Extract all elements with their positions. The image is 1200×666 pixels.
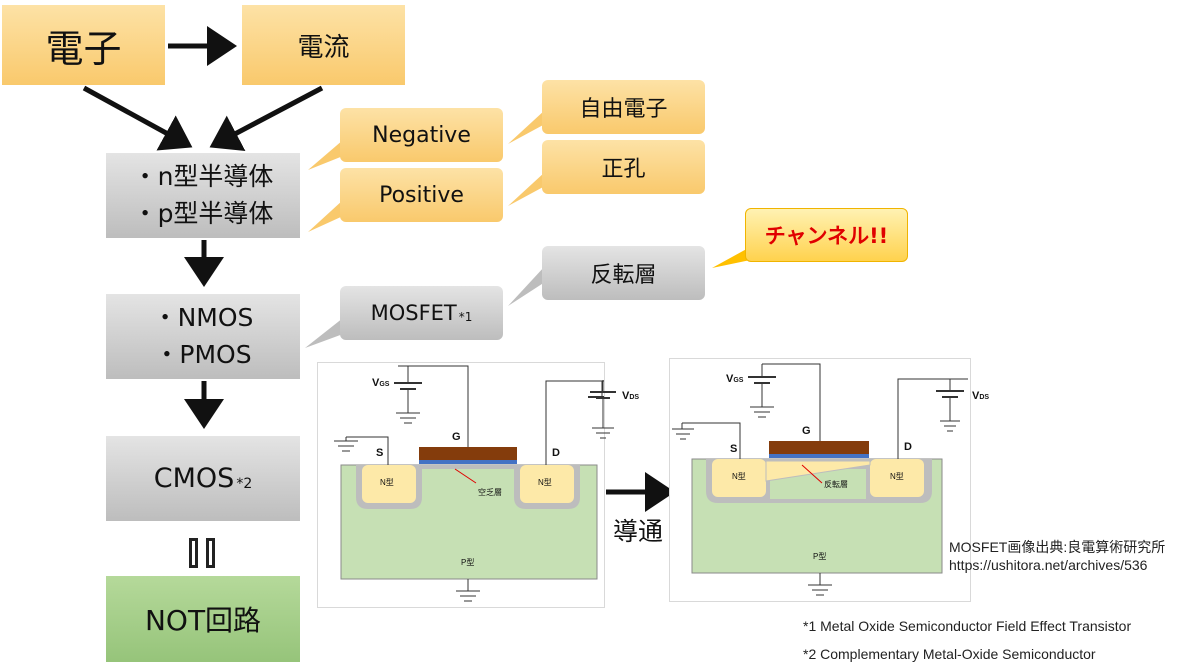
- credit-source: MOSFET画像出典:良電算術研究所: [949, 539, 1166, 555]
- source-wire: [682, 422, 741, 459]
- gate-wire: [762, 363, 821, 441]
- not-circuit-label: NOT回路: [144, 604, 262, 637]
- vds-label-1: VDS: [622, 390, 640, 402]
- conduct-label: 導通: [613, 517, 664, 546]
- cmos-box: CMOS*2: [106, 436, 300, 521]
- drain-wire: [545, 380, 604, 465]
- source-n-region: [712, 459, 766, 497]
- gate-label-2: G: [802, 425, 811, 437]
- mos-box: ・NMOS ・PMOS: [106, 294, 300, 379]
- positive-label: Positive: [379, 182, 464, 208]
- arrow-electron-to-semi: [82, 85, 193, 151]
- not-circuit-box: NOT回路: [106, 576, 300, 662]
- current-box: 電流: [242, 5, 405, 85]
- arrow-current-to-semi: [209, 85, 324, 152]
- n-type-source-1: N型: [380, 478, 394, 487]
- depletion-band: [422, 465, 514, 469]
- semiconductor-box: ・n型半導体 ・p型半導体: [106, 153, 300, 238]
- mosfet-footnote-ref: *1: [458, 310, 473, 324]
- cmos-label: CMOS: [153, 463, 235, 494]
- gate-wire: [398, 365, 469, 447]
- footnote-2: *2 Complementary Metal-Oxide Semiconduct…: [803, 646, 1096, 662]
- vgs-label-2: VGS: [726, 373, 744, 385]
- gate-metal: [769, 441, 869, 454]
- n-type-label: ・n型半導体: [132, 162, 274, 192]
- electron-label: 電子: [45, 26, 122, 71]
- source-label-1: S: [376, 447, 384, 459]
- inversion-layer-label: 反転層: [824, 480, 848, 489]
- electron-box: 電子: [2, 5, 165, 85]
- n-type-drain-2: N型: [890, 472, 904, 481]
- inversion-channel: [765, 460, 871, 482]
- mosfet-inversion-drawing: [672, 363, 968, 596]
- vds-battery-1: [590, 380, 616, 439]
- free-electron-label: 自由電子: [579, 97, 668, 122]
- gray-layer-under: [770, 499, 866, 503]
- n-type-source-2: N型: [732, 472, 746, 481]
- source-n-region: [362, 465, 416, 503]
- vgs-label-1: VGS: [372, 377, 390, 389]
- credit-url: https://ushitora.net/archives/536: [949, 557, 1148, 573]
- equivalence-symbol: [189, 538, 219, 570]
- source-label-2: S: [730, 443, 738, 455]
- cmos-footnote-ref: *2: [236, 475, 253, 492]
- pmos-label: ・PMOS: [154, 339, 252, 369]
- p-type-label: ・p型半導体: [132, 198, 274, 228]
- p-type-label-1: P型: [461, 558, 475, 567]
- drain-n-region: [870, 459, 924, 497]
- drain-n-region: [520, 465, 574, 503]
- vds-label-2b: VDS: [972, 390, 990, 402]
- image-credit: MOSFET画像出典:良電算術研究所 https://ushitora.net/…: [949, 538, 1165, 574]
- gate-metal: [419, 447, 517, 460]
- inversion-label: 反転層: [590, 263, 657, 288]
- mosfet-depletion-drawing: [334, 365, 616, 602]
- channel-label: チャンネル!!: [764, 224, 889, 248]
- depletion-label: 空乏層: [478, 488, 502, 497]
- footnote-1: *1 Metal Oxide Semiconductor Field Effec…: [803, 618, 1132, 634]
- hole-label: 正孔: [601, 157, 646, 182]
- drain-label-2: D: [904, 441, 912, 453]
- current-label: 電流: [297, 32, 350, 63]
- gate-oxide: [769, 453, 869, 458]
- negative-label: Negative: [372, 122, 471, 148]
- mosfet-label: MOSFET: [370, 301, 457, 325]
- gate-label-1: G: [452, 431, 461, 443]
- source-wire: [346, 436, 389, 465]
- nmos-label: ・NMOS: [152, 303, 254, 333]
- mosfet-depletion-figure: VGS S G D N型 N型 空乏層 P型: [317, 362, 616, 608]
- gate-oxide: [419, 459, 517, 464]
- p-type-label-2: P型: [813, 552, 827, 561]
- n-type-drain-1: N型: [538, 478, 552, 487]
- drain-label-1: D: [552, 447, 560, 459]
- drain-wire: [897, 378, 968, 459]
- mosfet-inversion-figure: VGS S G D N型 N型 反転層 P型: [669, 358, 971, 602]
